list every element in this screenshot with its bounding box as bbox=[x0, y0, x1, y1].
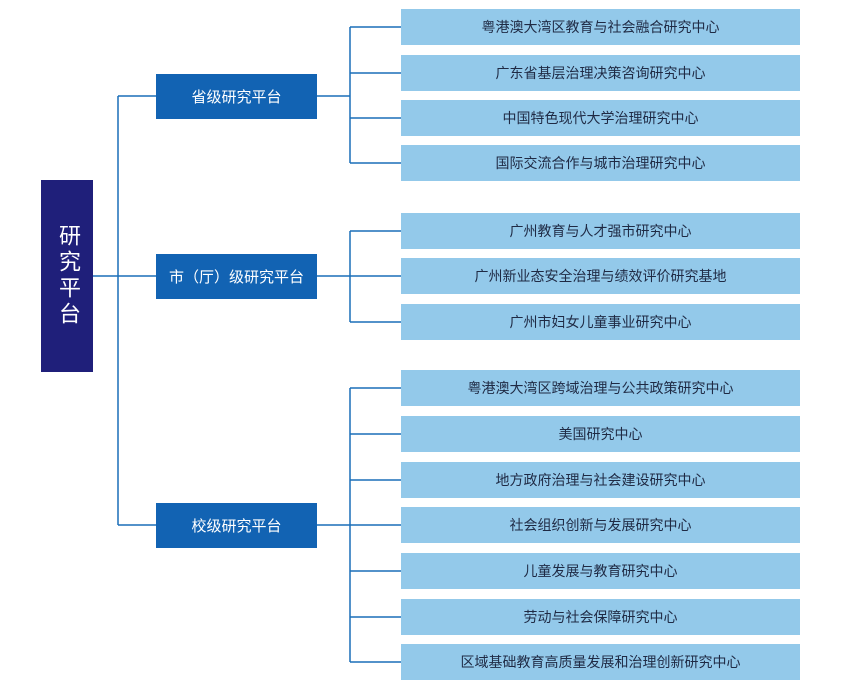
leaf-node: 儿童发展与教育研究中心 bbox=[401, 553, 800, 589]
leaf-node: 广州教育与人才强市研究中心 bbox=[401, 213, 800, 249]
group-label: 市（厅）级研究平台 bbox=[168, 268, 304, 286]
leaf-label: 国际交流合作与城市治理研究中心 bbox=[495, 156, 706, 172]
group-label: 省级研究平台 bbox=[191, 88, 282, 106]
leaf-node: 广东省基层治理决策咨询研究中心 bbox=[401, 55, 800, 91]
leaf-node: 广州市妇女儿童事业研究中心 bbox=[401, 304, 800, 340]
root-node: 研究平台 bbox=[41, 180, 93, 372]
group-node: 省级研究平台 bbox=[156, 74, 317, 119]
leaf-node: 广州新业态安全治理与绩效评价研究基地 bbox=[401, 258, 800, 294]
leaf-label: 广州新业态安全治理与绩效评价研究基地 bbox=[474, 269, 727, 285]
leaf-label: 粤港澳大湾区教育与社会融合研究中心 bbox=[481, 20, 720, 36]
leaf-node: 粤港澳大湾区跨域治理与公共政策研究中心 bbox=[401, 370, 800, 406]
leaf-label: 社会组织创新与发展研究中心 bbox=[509, 518, 692, 534]
group-node: 市（厅）级研究平台 bbox=[156, 254, 317, 299]
leaf-label: 区域基础教育高质量发展和治理创新研究中心 bbox=[460, 655, 741, 671]
leaf-node: 地方政府治理与社会建设研究中心 bbox=[401, 462, 800, 498]
leaf-label: 美国研究中心 bbox=[558, 427, 643, 443]
leaf-node: 粤港澳大湾区教育与社会融合研究中心 bbox=[401, 9, 800, 45]
leaf-label: 中国特色现代大学治理研究中心 bbox=[502, 111, 699, 127]
leaf-label: 粤港澳大湾区跨域治理与公共政策研究中心 bbox=[467, 381, 734, 397]
leaf-node: 社会组织创新与发展研究中心 bbox=[401, 507, 800, 543]
leaf-label: 劳动与社会保障研究中心 bbox=[523, 610, 678, 626]
leaf-node: 国际交流合作与城市治理研究中心 bbox=[401, 145, 800, 181]
leaf-node: 劳动与社会保障研究中心 bbox=[401, 599, 800, 635]
leaf-label: 地方政府治理与社会建设研究中心 bbox=[495, 473, 706, 489]
leaf-label: 广州市妇女儿童事业研究中心 bbox=[509, 315, 692, 331]
leaf-label: 广州教育与人才强市研究中心 bbox=[509, 224, 692, 240]
leaf-node: 中国特色现代大学治理研究中心 bbox=[401, 100, 800, 136]
leaf-node: 美国研究中心 bbox=[401, 416, 800, 452]
root-label: 研究平台 bbox=[55, 224, 80, 328]
leaf-label: 儿童发展与教育研究中心 bbox=[523, 564, 678, 580]
group-node: 校级研究平台 bbox=[156, 503, 317, 548]
leaf-node: 区域基础教育高质量发展和治理创新研究中心 bbox=[401, 644, 800, 680]
group-label: 校级研究平台 bbox=[191, 517, 282, 535]
leaf-label: 广东省基层治理决策咨询研究中心 bbox=[495, 66, 706, 82]
